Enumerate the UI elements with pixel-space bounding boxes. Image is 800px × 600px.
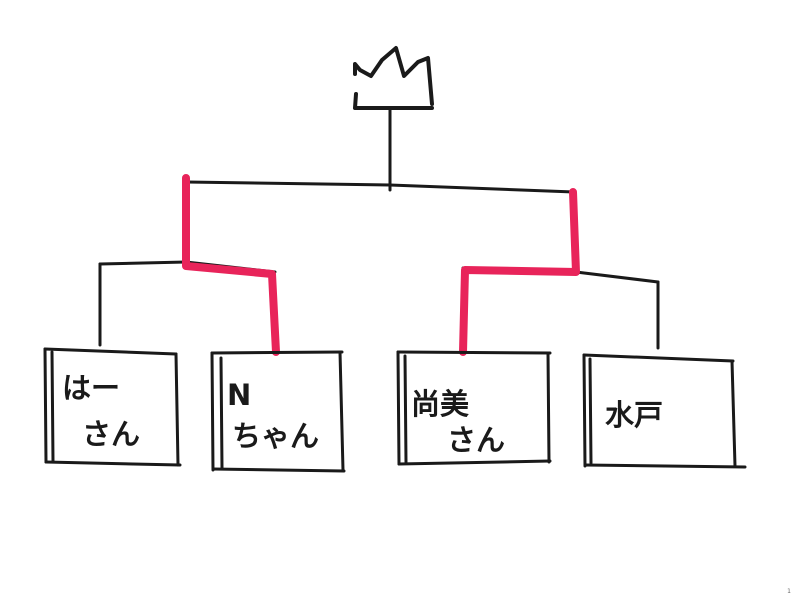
entrant-box-1	[43, 347, 182, 467]
entrant-name-3-line2: さん	[447, 423, 505, 457]
entrant-box-2	[210, 350, 346, 473]
entrant-box-3	[396, 350, 552, 466]
entrant-name-3-line1: 尚美	[411, 387, 469, 421]
entrant-name-1-line1: はー	[62, 371, 120, 405]
entrant-name-1-line2: さん	[82, 417, 140, 451]
crown-icon	[353, 46, 434, 110]
page-number: 1	[787, 588, 791, 595]
entrant-name-4-line1: 水戸	[605, 398, 663, 432]
entrant-box-4	[582, 353, 747, 469]
winner-path-right	[459, 188, 580, 356]
winner-path-left	[182, 174, 280, 356]
entrant-name-2-line2: ちゃん	[232, 419, 319, 453]
entrant-name-2-line1: N	[227, 378, 251, 412]
final-bar-line	[184, 180, 576, 194]
